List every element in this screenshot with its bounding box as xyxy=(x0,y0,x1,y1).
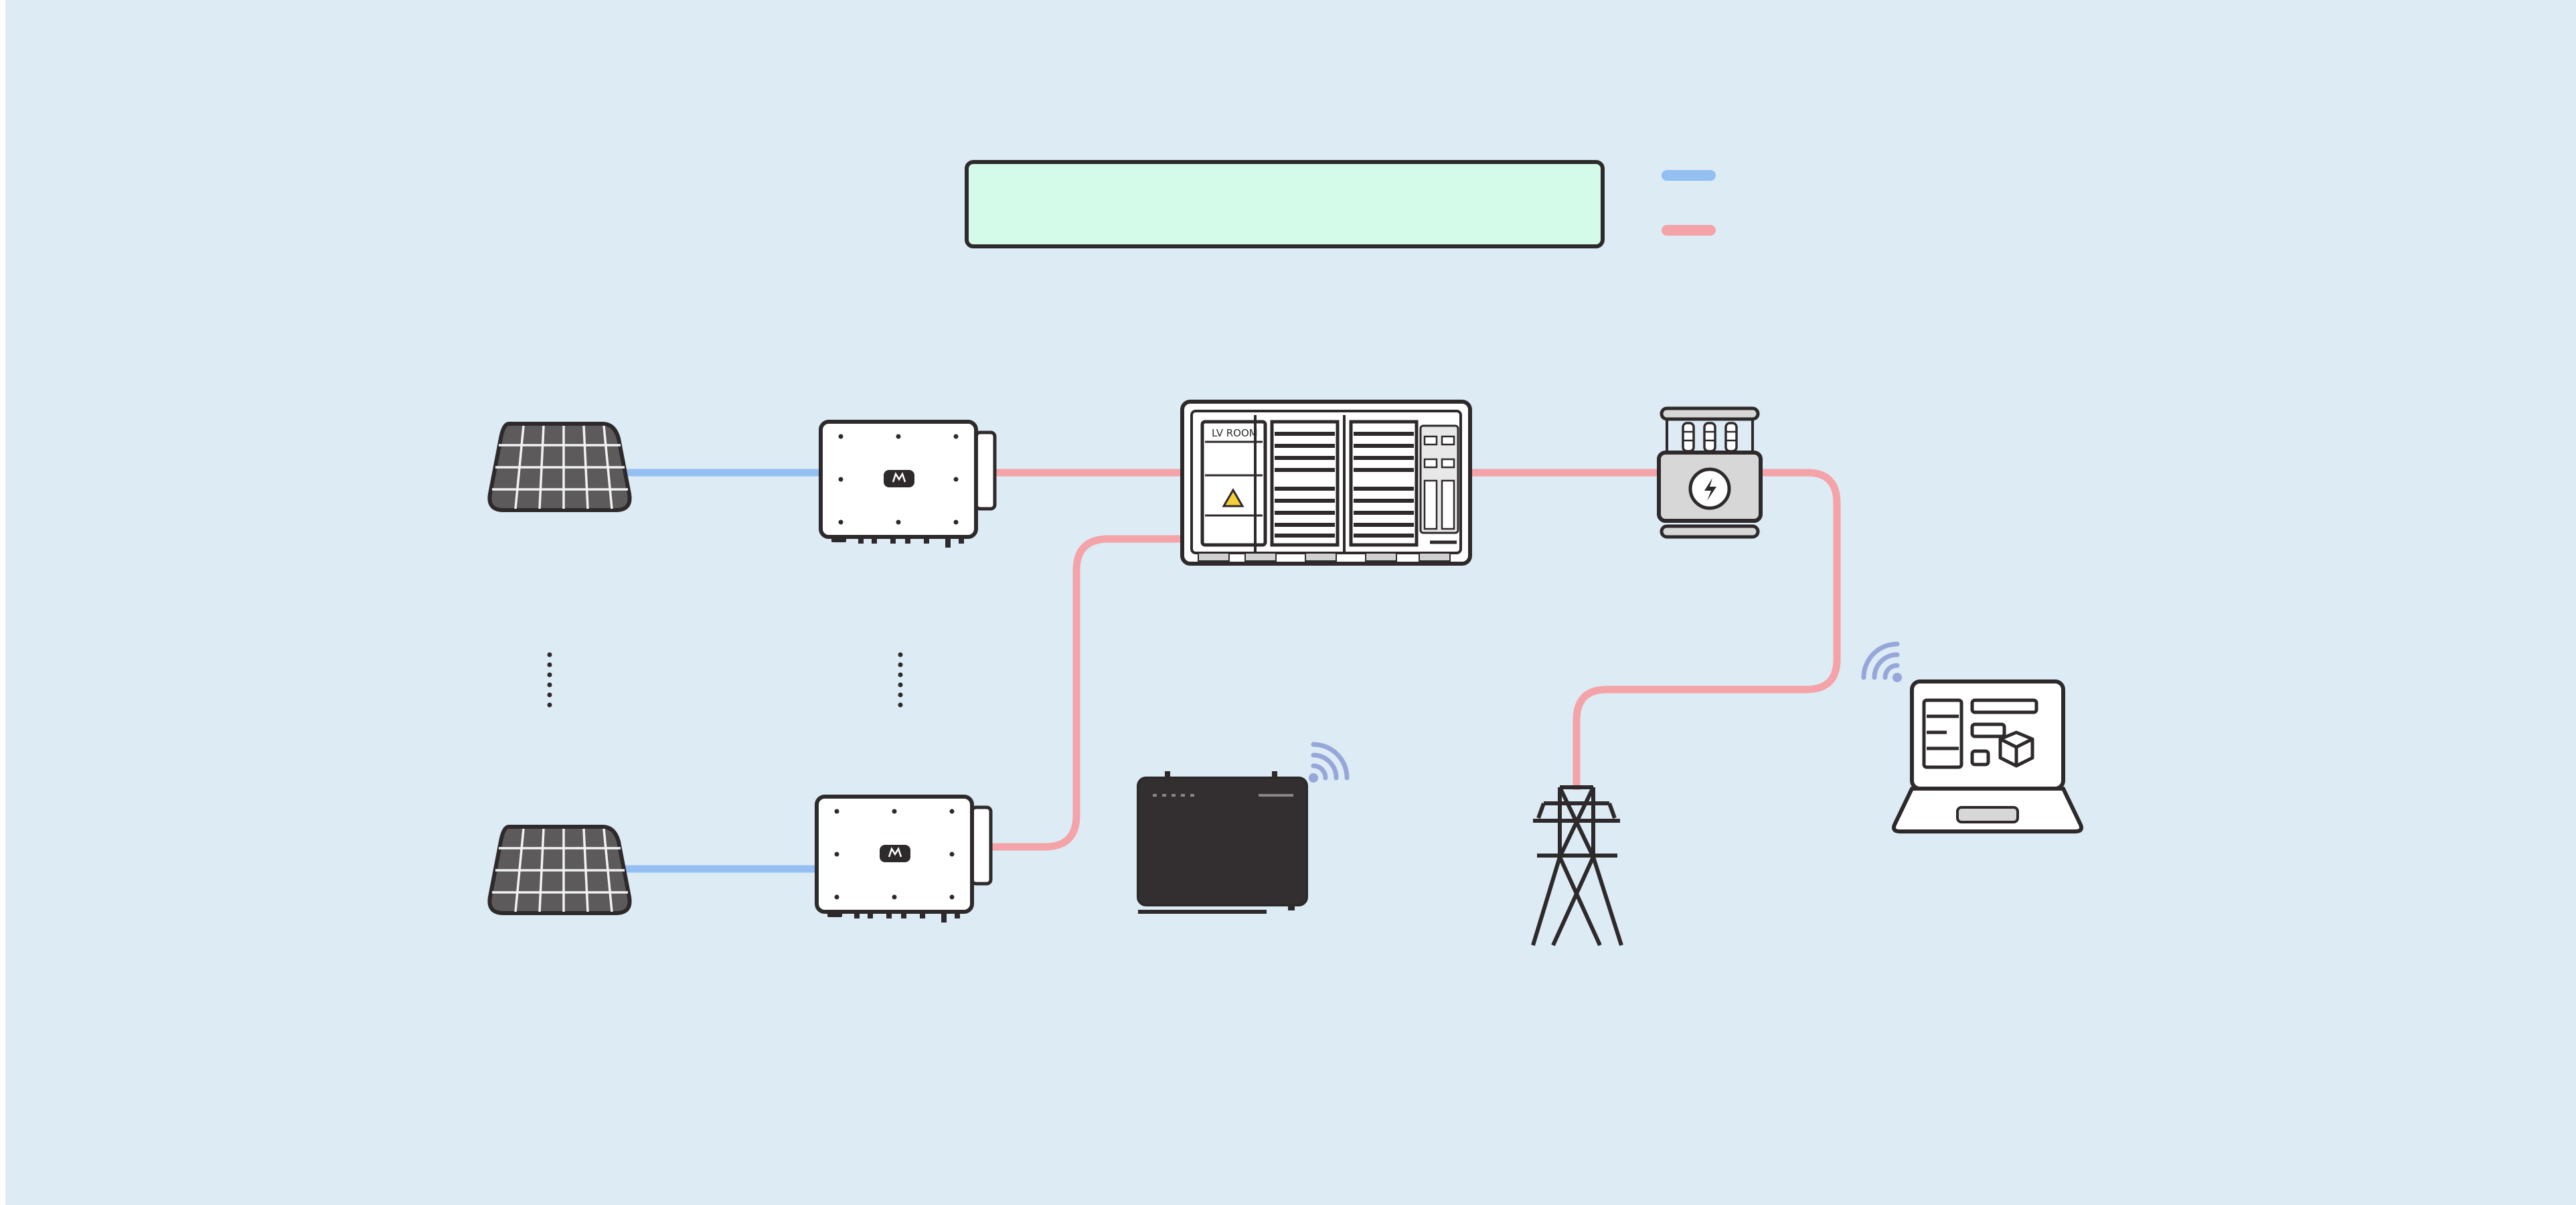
transformer-icon xyxy=(1657,406,1763,539)
warning-icon xyxy=(1222,488,1244,507)
inverter-icon xyxy=(815,795,993,922)
ac-line-transformer-grid xyxy=(1573,469,1841,790)
smart-dongle-icon xyxy=(1137,771,1308,914)
solar-panel-icon xyxy=(487,825,632,915)
lv-room-cabinet-icon: LV ROOM xyxy=(1180,400,1472,566)
wifi-icon xyxy=(1861,641,1902,682)
ellipsis-dots-panels xyxy=(547,652,552,708)
lv-room-label: LV ROOM xyxy=(1212,427,1258,439)
solar-panel-icon xyxy=(487,422,632,512)
cube-icon xyxy=(1998,730,2034,768)
ac-line-bottom-inverter-cabinet xyxy=(991,535,1184,851)
transmission-tower-icon xyxy=(1531,785,1623,947)
title-box xyxy=(965,160,1605,248)
ellipsis-dots-inverters xyxy=(898,652,903,708)
laptop-icon xyxy=(1892,679,2083,833)
inverter-icon xyxy=(819,420,997,548)
wifi-icon xyxy=(1309,742,1350,783)
